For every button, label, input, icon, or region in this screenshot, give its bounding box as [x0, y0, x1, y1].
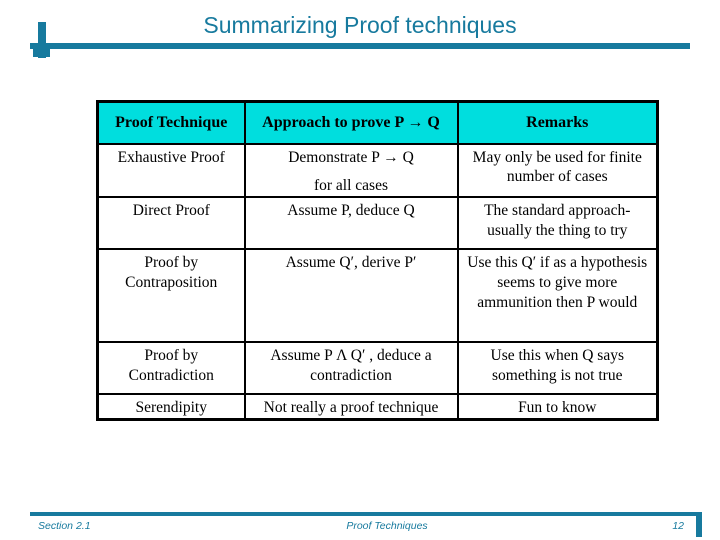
- title-underline: [30, 43, 690, 49]
- approach-cell: Not really a proof technique: [243, 393, 459, 421]
- technique-cell: Exhaustive Proof: [96, 142, 246, 199]
- technique-cell: Proof by Contraposition: [96, 248, 246, 344]
- approach-line: Assume P, deduce Q: [287, 202, 415, 220]
- col-header-remarks: Remarks: [456, 100, 659, 145]
- col-header-proof-technique: Proof Technique: [96, 100, 246, 145]
- remarks-cell: Use this Q′ if as a hypothesis seems to …: [456, 248, 659, 344]
- footer-slide-title-label: Proof Techniques: [346, 520, 428, 532]
- table-row-exhaustive-proof: Exhaustive Proof Demonstrate P → Q for a…: [96, 142, 659, 199]
- remarks-cell: The standard approach- usually the thing…: [456, 196, 659, 251]
- approach-line: Demonstrate P → Q: [288, 148, 414, 166]
- approach-cell: Demonstrate P → Q for all cases: [243, 142, 459, 199]
- col-header-approach: Approach to prove P → Q: [243, 100, 459, 145]
- footer-page-number: 12: [672, 520, 684, 532]
- footer-rule-end-tick: [696, 512, 702, 537]
- proof-techniques-table: Proof Technique Approach to prove P → Q …: [96, 100, 659, 421]
- table-row-proof-by-contraposition: Proof by Contraposition Assume Q′, deriv…: [96, 248, 659, 344]
- approach-line: Not really a proof technique: [263, 399, 439, 417]
- table-header-row: Proof Technique Approach to prove P → Q …: [96, 100, 659, 145]
- remarks-cell: Use this when Q says something is not tr…: [456, 341, 659, 396]
- slide-title: Summarizing Proof techniques: [203, 12, 517, 38]
- approach-line: for all cases: [313, 177, 389, 195]
- accent-bar-vertical: [38, 22, 46, 58]
- technique-cell: Proof by Contradiction: [96, 341, 246, 396]
- footer-rule: [30, 512, 700, 516]
- technique-cell: Serendipity: [96, 393, 246, 421]
- remarks-cell: Fun to know: [456, 393, 659, 421]
- table-row-serendipity: Serendipity Not really a proof technique…: [96, 393, 659, 421]
- approach-line: Assume Q′, derive P′: [285, 254, 417, 272]
- technique-cell: Direct Proof: [96, 196, 246, 251]
- footer-section-label: Section 2.1: [38, 520, 91, 532]
- remarks-cell: May only be used for finite number of ca…: [456, 142, 659, 199]
- approach-cell: Assume P, deduce Q: [243, 196, 459, 251]
- approach-cell: Assume Q′, derive P′: [243, 248, 459, 344]
- approach-line: Assume P Λ Q′ , deduce a contradiction: [270, 347, 432, 384]
- table-row-proof-by-contradiction: Proof by Contradiction Assume P Λ Q′ , d…: [96, 341, 659, 396]
- approach-cell: Assume P Λ Q′ , deduce a contradiction: [243, 341, 459, 396]
- table-row-direct-proof: Direct Proof Assume P, deduce Q The stan…: [96, 196, 659, 251]
